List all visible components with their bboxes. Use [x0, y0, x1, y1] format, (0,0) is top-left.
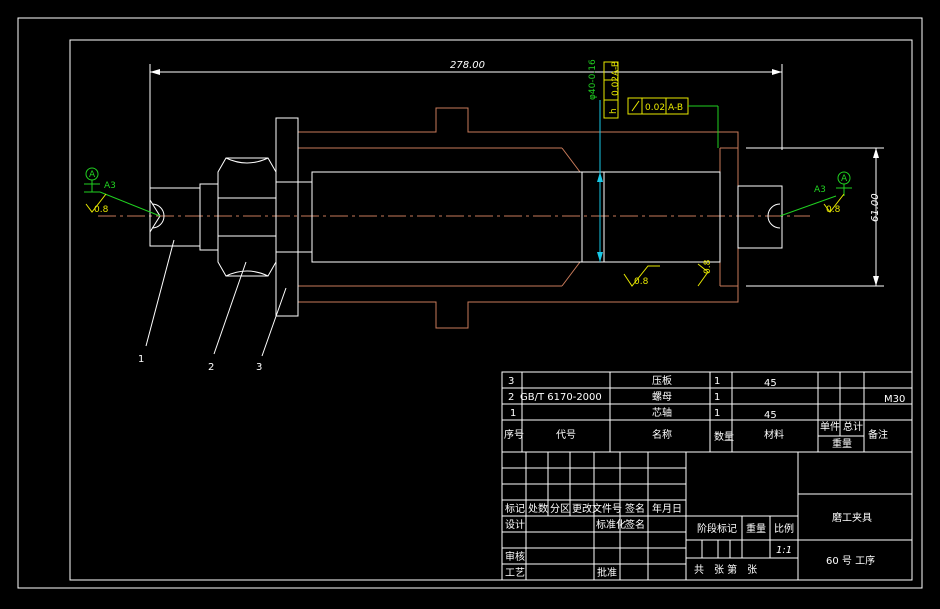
bom-row3-name: 压板 [652, 374, 672, 387]
tolerance-frame-runout: 0.02 A-B [627, 97, 719, 148]
tb-checker-sign: 签名 [625, 518, 645, 531]
left-center-annotation: A A3 0.8 [84, 167, 161, 217]
bottom-roughness: 0.8 0.8 [623, 259, 713, 287]
tb-work-no: 60 号 工序 [826, 554, 875, 567]
tol-perp-ref: A-B [611, 61, 621, 76]
tb-sheets: 共 张 第 张 [694, 563, 757, 576]
tb-standardize: 标准化 [596, 518, 626, 531]
height-dimension: 61.00 [746, 147, 884, 287]
bom-header-total: 总计 [843, 420, 863, 433]
bom-header-unit: 单件 [820, 421, 840, 433]
tb-date: 年月日 [652, 502, 682, 515]
bom-row3-material: 45 [764, 378, 777, 389]
overall-length-dimension: 278.00 [149, 60, 783, 190]
tb-mark: 标记 [505, 503, 525, 515]
tb-zone: 分区 [550, 503, 570, 515]
bom-header-material: 材料 [764, 428, 784, 441]
tol-perp-label: 0.02 [611, 76, 621, 96]
left-ref-label: A [89, 170, 96, 180]
bom-header-weight: 重量 [832, 437, 852, 450]
bom-row1-no: 1 [510, 408, 516, 419]
tb-scale-value: 1:1 [776, 545, 792, 556]
tb-scale: 比例 [774, 522, 794, 535]
bom-row2-no: 2 [508, 392, 514, 403]
tb-change-doc: 更改文件号 [572, 502, 622, 515]
bom-header-no: 序号 [504, 428, 524, 441]
title-block [501, 451, 913, 581]
bom-row1-qty: 1 [714, 408, 720, 419]
bom-header-code: 代号 [556, 429, 576, 441]
tb-count: 处数 [528, 502, 548, 515]
bom-row2-qty: 1 [714, 392, 720, 403]
tb-process: 工艺 [505, 567, 525, 579]
bom-row1-name: 芯轴 [652, 406, 672, 419]
bom-header-qty: 数量 [714, 430, 734, 443]
bottom-rough-label: 0.8 [634, 277, 649, 287]
flange [275, 117, 299, 317]
bom-row2-note: M30 [884, 394, 905, 405]
bom-table [501, 371, 913, 453]
tb-approve: 批准 [597, 566, 617, 579]
tol-runout-label: 0.02 [645, 103, 665, 113]
diameter-label: φ40-0.16 [588, 59, 598, 100]
diameter-dimension: φ40-0.16 [588, 59, 603, 262]
right-ref-label: A [841, 174, 848, 184]
height-label: 61.00 [870, 193, 881, 222]
callout-3: 3 [256, 362, 262, 373]
right-a3-label: A3 [814, 185, 826, 195]
bom-header-name: 名称 [652, 428, 672, 441]
tol-runout-ref: A-B [668, 103, 683, 113]
tb-weight: 重量 [746, 522, 766, 535]
right-rough-label: 0.8 [826, 205, 841, 215]
bom-row3-qty: 1 [714, 376, 720, 387]
right-center-annotation: A A3 0.8 [779, 171, 852, 217]
side-rough-label: 0.8 [703, 259, 713, 274]
tol-h-label: h [609, 108, 619, 114]
callout-1: 1 [138, 354, 144, 365]
tb-review: 审核 [505, 550, 525, 563]
left-a3-label: A3 [104, 181, 116, 191]
left-rough-label: 0.8 [94, 205, 109, 215]
outer-frame [17, 17, 923, 589]
bom-row1-material: 45 [764, 410, 777, 421]
tb-drawing-name: 磨工夹具 [832, 511, 872, 524]
tolerance-frame-vertical: h 0.02 A-B [603, 61, 621, 119]
bom-header-note: 备注 [868, 428, 888, 441]
tb-design: 设计 [505, 518, 525, 531]
mandrel [149, 171, 783, 263]
tb-sign: 签名 [625, 502, 645, 515]
callout-2: 2 [208, 362, 214, 373]
bom-row2-name: 螺母 [652, 391, 672, 403]
bom-row2-code: GB/T 6170-2000 [520, 392, 602, 403]
tb-stage-mark: 阶段标记 [697, 522, 737, 535]
nut [217, 157, 277, 277]
callout-leaders [145, 239, 287, 357]
overall-length-label: 278.00 [450, 60, 485, 71]
pressing-plate [297, 107, 739, 329]
bom-row3-no: 3 [508, 376, 514, 387]
inner-frame [69, 39, 913, 581]
